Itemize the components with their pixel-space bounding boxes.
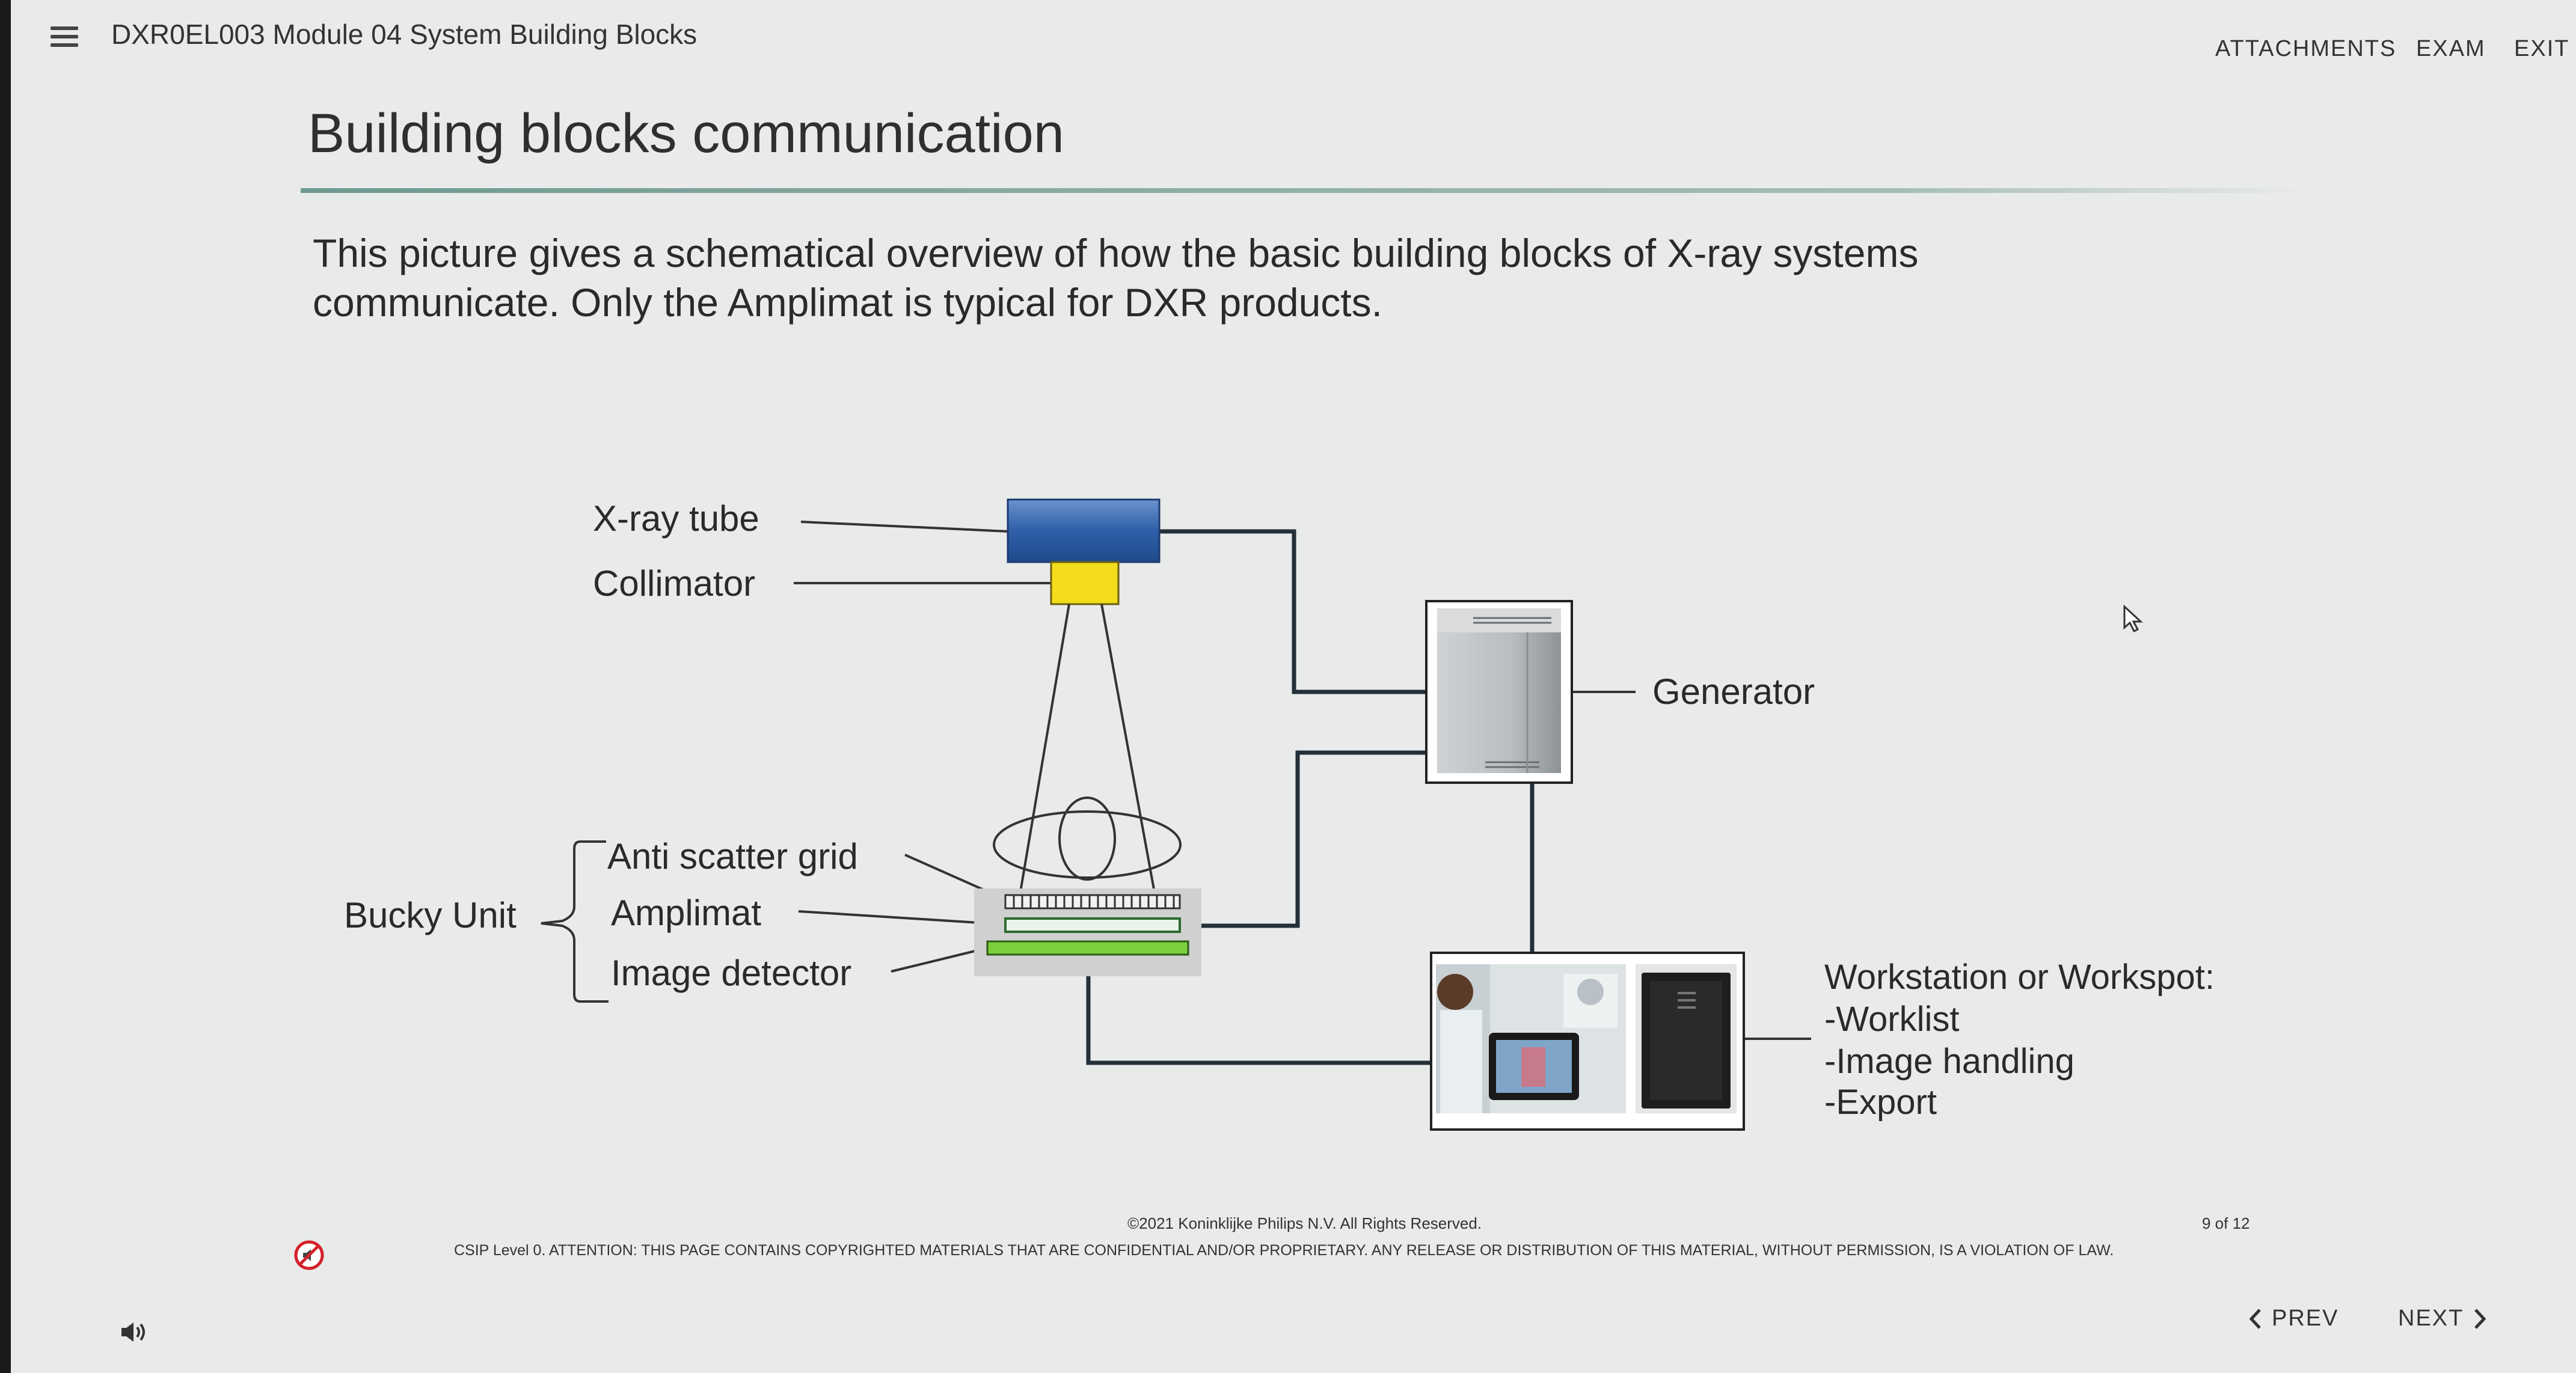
workstation-heading: Workstation or Workspot:: [1824, 958, 2215, 997]
image-detector: [986, 940, 1189, 956]
generator-cabinet: [1425, 600, 1573, 784]
exit-link[interactable]: EXIT: [2514, 36, 2570, 61]
amplimat-leader: [798, 910, 1008, 926]
prev-button[interactable]: PREV: [2248, 1306, 2338, 1332]
bucky-brace: [541, 840, 609, 1003]
next-label: NEXT: [2398, 1306, 2464, 1331]
patient-core: [1058, 797, 1116, 881]
anti-scatter-grid: [1004, 894, 1181, 910]
workstation-item-image-handling: -Image handling: [1824, 1042, 2075, 1081]
next-button[interactable]: NEXT: [2398, 1306, 2488, 1332]
intro-line-2: communicate. Only the Amplimat is typica…: [313, 280, 1382, 325]
audio-disabled-icon[interactable]: [293, 1240, 325, 1271]
copyright-text: ©2021 Koninklijke Philips N.V. All Right…: [1127, 1214, 1482, 1232]
workstation-image: [1430, 952, 1745, 1131]
leader-lines: [541, 521, 1811, 1040]
course-title: DXR0EL003 Module 04 System Building Bloc…: [111, 19, 698, 50]
intro-text: This picture gives a schematical overvie…: [313, 228, 2177, 327]
chevron-right-icon: [2474, 1308, 2486, 1329]
hamburger-menu-icon[interactable]: [51, 26, 78, 47]
chevron-left-icon: [2249, 1308, 2261, 1329]
page-title: Building blocks communication: [308, 103, 1064, 164]
image-detector-label: Image detector: [611, 953, 852, 993]
workstation-item-worklist: -Worklist: [1824, 1000, 1960, 1039]
detector-leader: [891, 946, 990, 973]
screen-bezel: [0, 0, 11, 1373]
intro-line-1: This picture gives a schematical overvie…: [313, 231, 1919, 275]
generator-label: Generator: [1652, 671, 1815, 712]
workstation-item-export: -Export: [1824, 1083, 1937, 1122]
amplimat-label: Amplimat: [611, 893, 762, 933]
page-count: 9 of 12: [2202, 1214, 2250, 1232]
bucky-unit-label: Bucky Unit: [344, 895, 517, 935]
patient-body: [993, 810, 1182, 879]
collimator: [1050, 561, 1120, 605]
xray-tube-leader: [800, 521, 1008, 533]
attachments-link[interactable]: ATTACHMENTS: [2215, 36, 2397, 61]
mouse-cursor-icon: [2123, 605, 2143, 633]
xray-tube-label: X-ray tube: [593, 498, 759, 539]
bucky-generator-line: [1188, 750, 1426, 928]
amplimat: [1004, 917, 1181, 933]
collimator-label: Collimator: [593, 563, 756, 604]
speaker-icon[interactable]: [120, 1320, 149, 1344]
title-divider: [301, 188, 2303, 193]
xray-beam: [1010, 604, 1165, 946]
xray-tube: [1007, 498, 1161, 563]
tube-generator-line: [1159, 529, 1426, 694]
exam-link[interactable]: EXAM: [2416, 36, 2486, 61]
prev-label: PREV: [2272, 1306, 2339, 1331]
connection-lines: [1086, 529, 1535, 1065]
legal-notice: CSIP Level 0. ATTENTION: THIS PAGE CONTA…: [454, 1242, 2114, 1259]
detector-workstation-line: [1086, 955, 1431, 1065]
anti-scatter-grid-label: Anti scatter grid: [607, 836, 858, 876]
